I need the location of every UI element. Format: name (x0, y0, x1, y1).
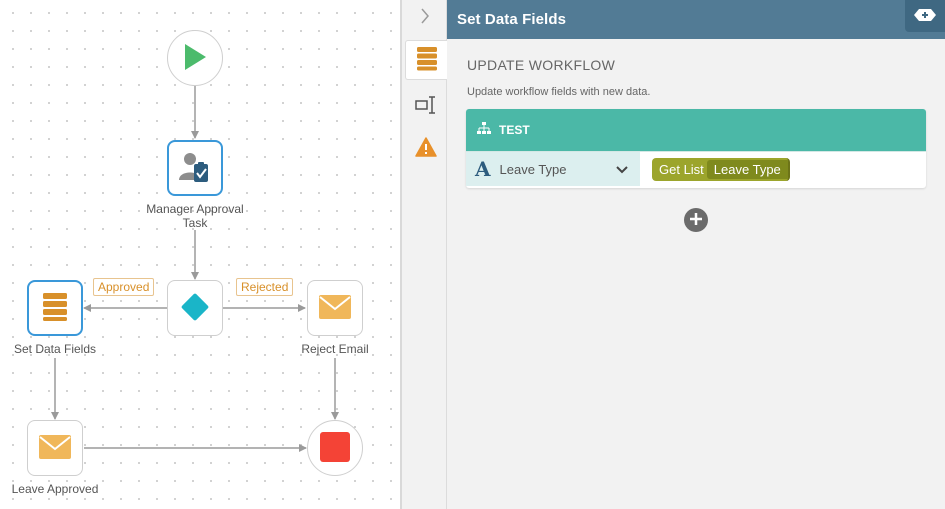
panel-icon-rail (402, 0, 448, 509)
decision-node[interactable] (167, 280, 223, 336)
field-mapping-row: A Leave Type Get List Leave Type (466, 151, 926, 186)
field-selector[interactable]: A Leave Type (466, 152, 640, 186)
envelope-icon (319, 294, 351, 322)
section-title: UPDATE WORKFLOW (467, 57, 616, 73)
rail-tab-warnings[interactable] (405, 128, 447, 168)
field-mapping-card: TEST A Leave Type Get List Leave Type (466, 109, 926, 188)
add-field-button[interactable] (684, 208, 708, 232)
warning-icon (415, 136, 437, 160)
start-node[interactable] (167, 30, 223, 86)
properties-panel: Set Data Fields UPDATE WORKFLOW Update w… (447, 0, 945, 509)
workflow-canvas[interactable]: Manager Approval Task Approved Rejected … (0, 0, 400, 509)
token-field: Leave Type (706, 159, 788, 179)
panel-header: Set Data Fields (447, 0, 945, 39)
set-data-fields-node[interactable] (27, 280, 83, 336)
plus-circle-icon (689, 212, 703, 229)
token-source: Get List (659, 161, 704, 177)
connector-lines (51, 84, 339, 452)
envelope-icon (39, 434, 71, 462)
set-data-fields-label: Set Data Fields (13, 342, 97, 356)
stop-icon (320, 431, 350, 465)
diamond-icon (179, 291, 211, 326)
value-token[interactable]: Get List Leave Type (652, 157, 790, 181)
card-title: TEST (499, 123, 530, 137)
header-add-button[interactable] (905, 0, 945, 32)
hierarchy-icon (477, 122, 491, 138)
end-node[interactable] (307, 420, 363, 476)
form-field-icon (415, 95, 437, 117)
data-stack-icon (417, 46, 437, 74)
section-description: Update workflow fields with new data. (467, 86, 651, 98)
data-stack-icon (42, 292, 68, 325)
chevron-right-icon (420, 8, 430, 27)
play-icon (182, 43, 208, 74)
manager-approval-task-node[interactable] (167, 140, 223, 196)
reject-email-node[interactable] (307, 280, 363, 336)
field-name: Leave Type (499, 161, 567, 177)
card-header: TEST (466, 109, 926, 151)
rail-tab-form[interactable] (405, 86, 447, 126)
chevron-down-icon (616, 163, 628, 177)
leave-approved-node[interactable] (27, 420, 83, 476)
value-input[interactable]: Get List Leave Type (640, 152, 926, 186)
plus-tag-icon (914, 8, 936, 24)
panel-splitter[interactable] (400, 0, 402, 509)
collapse-panel-button[interactable] (402, 0, 447, 34)
manager-approval-task-label: Manager Approval Task (146, 202, 244, 230)
panel-title: Set Data Fields (457, 11, 567, 28)
leave-approved-label: Leave Approved (11, 482, 99, 496)
user-task-icon (178, 150, 212, 187)
rail-tab-properties[interactable] (405, 40, 448, 80)
text-type-icon: A (475, 157, 491, 181)
branch-label-approved[interactable]: Approved (93, 278, 155, 296)
reject-email-label: Reject Email (301, 342, 369, 356)
branch-label-rejected[interactable]: Rejected (236, 278, 294, 296)
